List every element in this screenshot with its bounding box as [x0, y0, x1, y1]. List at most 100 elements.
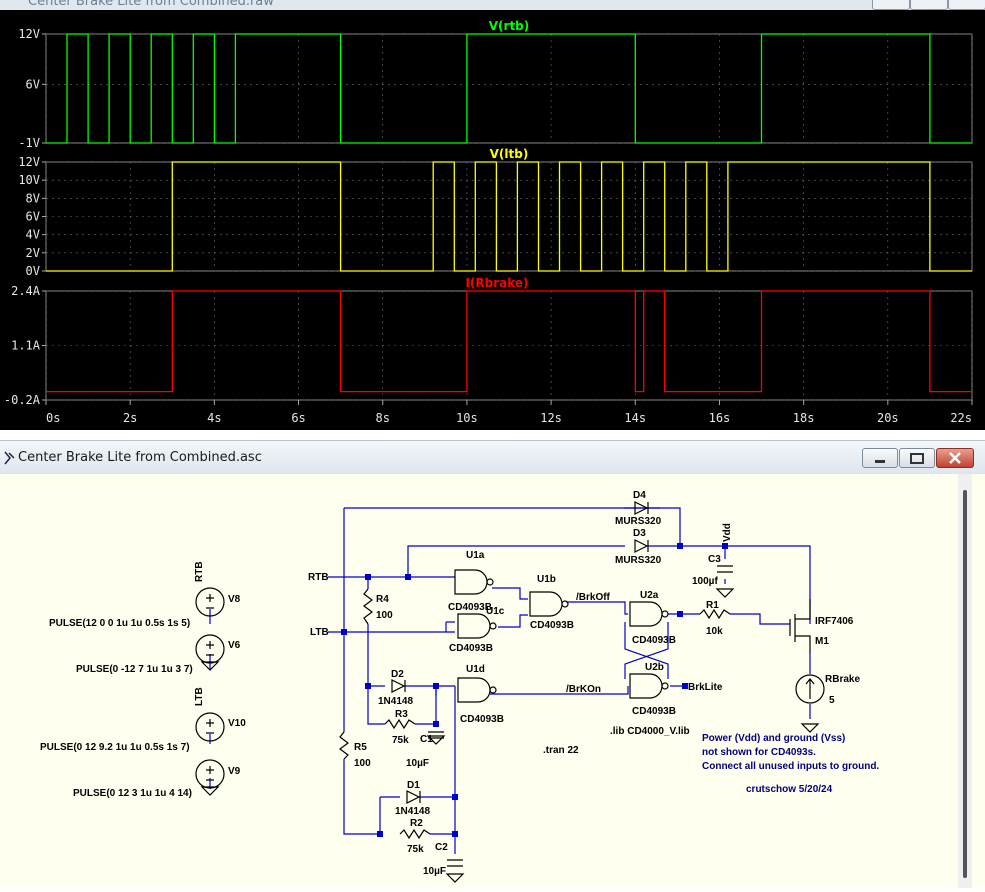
x-tick-label: 8s — [376, 411, 390, 425]
trace-ltb[interactable] — [46, 161, 972, 272]
gate-u2b — [629, 673, 663, 699]
scrollbar-thumb[interactable] — [963, 490, 967, 878]
trace-title-rbrake[interactable]: I(Rbrake) — [465, 276, 528, 290]
label-d2: D2 — [391, 669, 404, 680]
mosfet-m1 — [789, 599, 811, 654]
y-tick-label-ltb: 8V — [26, 191, 40, 205]
label-vdd: Vdd — [722, 523, 733, 542]
net-ltb: LTB — [310, 627, 329, 638]
schematic-canvas[interactable]: RTB LTB V8 V6 V10 V9 PULSE(12 0 0 1u 1u … — [0, 474, 985, 888]
trace-rtb[interactable] — [46, 33, 972, 144]
net-brklite: BrkLite — [688, 682, 723, 693]
note-line-3: Connect all unused inputs to ground. — [702, 761, 879, 772]
source-v9[interactable] — [195, 759, 225, 789]
schematic-window: Center Brake Lite from Combined.asc — [0, 440, 985, 888]
label-rbrake: RBrake — [825, 674, 860, 685]
schematic-minimize-button[interactable] — [862, 448, 898, 468]
pane-frame-rtb — [45, 33, 973, 144]
gate-u1d — [457, 677, 491, 703]
label-r1: R1 — [706, 600, 719, 611]
gate-u1b — [529, 591, 563, 617]
net-rtb: RTB — [308, 572, 329, 583]
x-tick-label: 20s — [877, 411, 899, 425]
waveform-close-button[interactable] — [948, 0, 985, 10]
traces — [46, 33, 972, 393]
label-u2b: U2b — [645, 662, 664, 673]
restore-icon — [910, 453, 924, 464]
label-r1-value: 10k — [706, 626, 723, 637]
label-rbrake-value: 5 — [829, 695, 835, 706]
label-u1b-part: CD4093B — [530, 620, 574, 631]
label-pulse-v9: PULSE(0 12 3 1u 1u 4 14) — [73, 788, 192, 799]
waveform-window-titlebar: Center Brake Lite from Combined.raw — [0, 0, 985, 10]
x-tick-label: 0s — [46, 411, 60, 425]
label-u2a: U2a — [640, 590, 659, 601]
label-d1: D1 — [407, 780, 420, 791]
trace-title-ltb[interactable]: V(ltb) — [490, 147, 529, 161]
waveform-minimize-button[interactable] — [872, 0, 910, 10]
label-r5: R5 — [354, 742, 367, 753]
label-d1-part: 1N4148 — [395, 806, 430, 817]
y-tick-label-ltb: 2V — [26, 246, 40, 260]
x-tick-label: 16s — [709, 411, 731, 425]
note-line-2: not shown for CD4093s. — [702, 747, 816, 758]
trace-rbrake[interactable] — [46, 290, 972, 393]
schematic-maximize-button[interactable] — [899, 448, 935, 468]
label-c2-value: 10µF — [423, 866, 446, 877]
label-u1c-part: CD4093B — [449, 643, 493, 654]
source-v8[interactable] — [195, 587, 225, 617]
y-tick-label-rtb: 12V — [18, 27, 40, 41]
label-d4-part: MURS320 — [615, 516, 662, 527]
y-tick-label-ltb: 0V — [26, 264, 40, 278]
label-pulse-v10: PULSE(0 12 9.2 1u 1u 0.5s 1s 7) — [40, 742, 190, 753]
trace-title-rtb[interactable]: V(rtb) — [489, 19, 530, 33]
ltspice-app-icon — [4, 451, 15, 465]
axis-labels: 12V6V-1VV(rtb)12V10V8V6V4V2V0VV(ltb)2.4A… — [4, 19, 972, 425]
label-d3: D3 — [633, 528, 646, 539]
label-pulse-v8: PULSE(12 0 0 1u 1u 0.5s 1s 5) — [49, 618, 190, 629]
load-rbrake[interactable] — [795, 674, 825, 704]
label-r4: R4 — [376, 594, 389, 605]
label-r2-value: 75k — [407, 844, 424, 855]
tran-directive: .tran 22 — [543, 745, 579, 756]
directives: .lib CD4000_V.lib .tran 22 Power (Vdd) a… — [543, 726, 879, 795]
schematic-close-button[interactable] — [936, 448, 974, 468]
y-tick-label-rtb: 6V — [26, 77, 40, 91]
capacitor-c1 — [428, 731, 444, 739]
y-tick-label-rtb: -1V — [18, 136, 40, 150]
y-tick-label-ltb: 10V — [18, 173, 40, 187]
label-c2: C2 — [435, 842, 448, 853]
x-tick-label: 12s — [540, 411, 562, 425]
x-tick-label: 10s — [456, 411, 478, 425]
x-tick-label: 2s — [123, 411, 137, 425]
resistor-r3 — [384, 718, 416, 730]
resistor-r1 — [699, 608, 731, 620]
label-d2-part: 1N4148 — [378, 696, 413, 707]
label-c1-value: 10µF — [406, 758, 429, 769]
label-u2b-part: CD4093B — [632, 706, 676, 717]
waveform-maximize-button[interactable] — [910, 0, 948, 10]
capacitor-c2 — [447, 859, 463, 867]
resistor-r5 — [339, 731, 349, 760]
gate-u1c — [457, 613, 491, 639]
label-u1a: U1a — [466, 550, 485, 561]
label-r3-value: 75k — [392, 735, 409, 746]
label-u1d-part: CD4093B — [460, 714, 504, 725]
schematic-window-titlebar[interactable]: Center Brake Lite from Combined.asc — [0, 440, 985, 475]
circuit-diagram: RTB LTB V8 V6 V10 V9 PULSE(12 0 0 1u 1u … — [40, 490, 879, 883]
label-d4: D4 — [633, 490, 646, 501]
gate-u2a — [629, 601, 663, 627]
label-u2a-part: CD4093B — [632, 635, 676, 646]
waveform-plot: 12V6V-1VV(rtb)12V10V8V6V4V2V0VV(ltb)2.4A… — [4, 19, 973, 425]
gate-u1a — [454, 569, 488, 595]
x-tick-label: 18s — [793, 411, 815, 425]
grid-lines — [42, 33, 973, 405]
source-v10[interactable] — [195, 712, 225, 742]
capacitor-c3 — [717, 565, 733, 573]
label-m1: M1 — [815, 636, 829, 647]
label-v6: V6 — [228, 640, 241, 651]
x-tick-label: 22s — [950, 411, 972, 425]
source-v6[interactable] — [195, 634, 225, 664]
y-tick-label-ltb: 6V — [26, 210, 40, 224]
